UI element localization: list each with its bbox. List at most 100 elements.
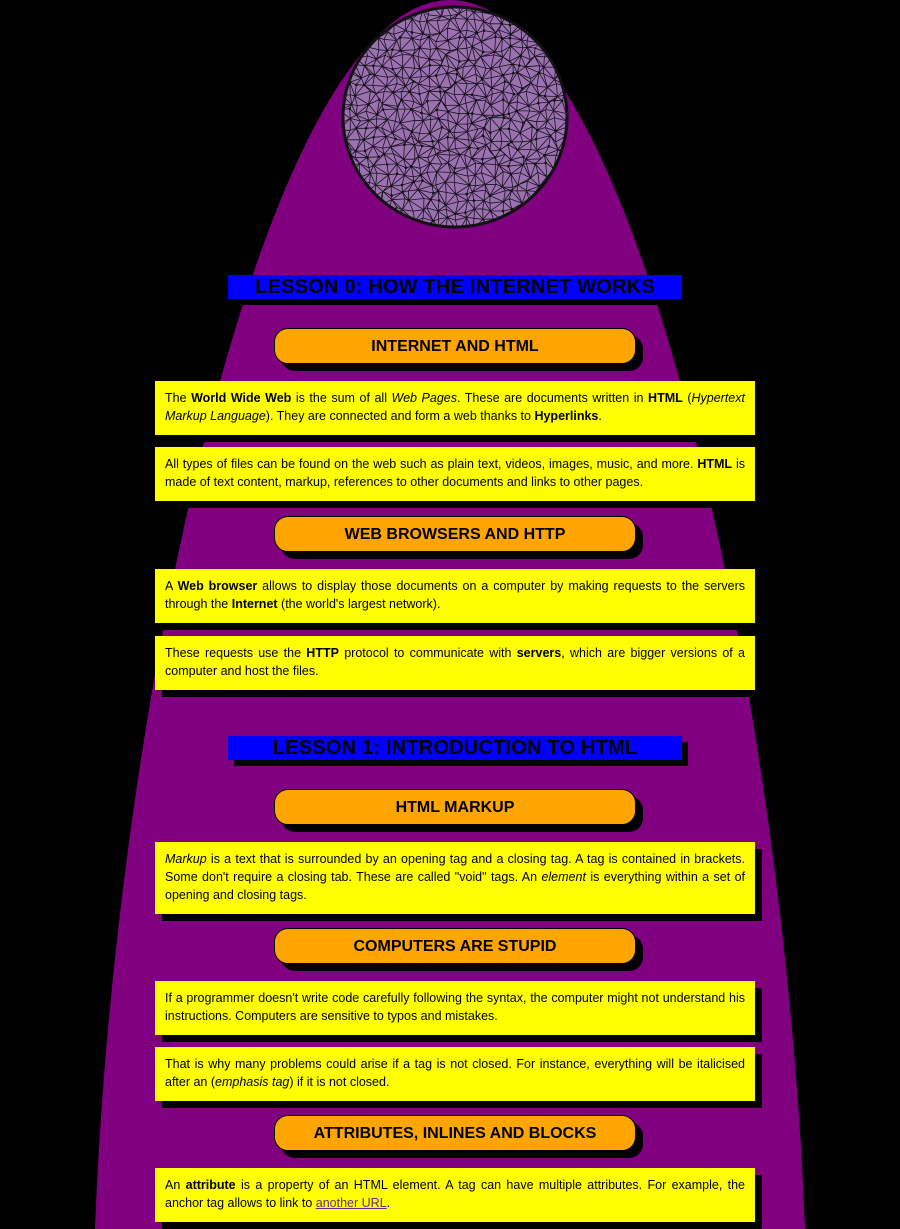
- globe-node: [399, 49, 402, 52]
- text: (: [682, 391, 692, 405]
- globe-node: [547, 145, 550, 148]
- globe-node: [543, 94, 547, 98]
- globe-node: [375, 113, 379, 116]
- text: is made of text content, markup, referen…: [165, 457, 746, 489]
- globe-node: [454, 212, 457, 216]
- globe-node: [554, 129, 558, 133]
- globe-node: [355, 83, 358, 87]
- globe-node: [493, 156, 497, 159]
- globe-node: [536, 129, 539, 132]
- term-attribute: attribute: [185, 1178, 236, 1192]
- globe-node: [436, 189, 440, 193]
- globe-node: [428, 57, 431, 61]
- globe-node: [516, 148, 519, 152]
- globe-node: [410, 130, 414, 133]
- globe-node: [470, 93, 474, 96]
- globe-node: [510, 207, 514, 211]
- globe-node: [407, 198, 410, 202]
- globe-node: [437, 199, 441, 202]
- globe-node: [521, 121, 525, 125]
- globe-node: [519, 54, 522, 57]
- globe-node: [467, 58, 470, 62]
- globe-node: [503, 80, 507, 83]
- globe-node: [368, 72, 372, 76]
- globe-node: [507, 112, 511, 116]
- globe-node: [470, 122, 473, 125]
- globe-node: [543, 153, 546, 157]
- lesson-0-title: LESSON 0: HOW THE INTERNET WORKS: [228, 275, 682, 299]
- globe-node: [501, 37, 504, 40]
- globe-node: [508, 23, 512, 27]
- globe-node: [518, 64, 521, 67]
- term-servers: servers: [516, 646, 562, 660]
- globe-node: [428, 64, 432, 67]
- text: (the world's largest network).: [277, 597, 441, 611]
- globe-node: [427, 35, 431, 38]
- globe-node: [488, 131, 492, 134]
- globe-node: [443, 90, 447, 93]
- globe-node: [421, 32, 425, 36]
- text: The: [165, 391, 192, 405]
- globe-node: [509, 44, 512, 48]
- term-element: element: [541, 870, 586, 884]
- globe-node: [385, 49, 389, 52]
- globe-node: [362, 83, 366, 87]
- globe-node: [561, 99, 564, 103]
- globe-node: [506, 143, 510, 146]
- globe-node: [446, 110, 450, 113]
- term-world-wide-web: World Wide Web: [191, 391, 292, 405]
- globe-node: [463, 92, 467, 96]
- globe-node: [497, 163, 500, 167]
- globe-node: [372, 136, 375, 139]
- term-emphasis-tag: emphasis tag: [215, 1075, 290, 1089]
- globe-node: [410, 165, 413, 168]
- globe-node: [466, 112, 470, 115]
- globe-node: [439, 90, 442, 93]
- text: is the sum of all: [291, 391, 392, 405]
- globe-node: [509, 33, 513, 36]
- paragraph-card: A Web browser allows to display those do…: [155, 569, 755, 623]
- globe-node: [455, 68, 458, 71]
- globe-node: [432, 145, 435, 149]
- globe-node: [510, 189, 513, 193]
- globe-node: [537, 101, 540, 105]
- globe-node: [394, 137, 397, 141]
- globe-node: [455, 72, 459, 76]
- section-computers-are-stupid: COMPUTERS ARE STUPID: [274, 928, 636, 964]
- globe-node: [446, 135, 449, 139]
- globe-node: [474, 98, 478, 102]
- globe-node: [390, 194, 393, 197]
- globe-node: [400, 183, 404, 187]
- globe-node: [481, 50, 485, 54]
- globe-node: [419, 173, 423, 177]
- globe-node: [438, 85, 441, 89]
- globe-node: [391, 91, 395, 94]
- another-url-link[interactable]: another URL: [315, 1196, 387, 1210]
- globe-node: [501, 113, 505, 117]
- globe-node: [403, 143, 406, 146]
- globe-node: [412, 80, 415, 83]
- globe-node: [480, 77, 484, 81]
- globe-node: [453, 167, 456, 170]
- globe-node: [547, 100, 551, 104]
- text: .: [598, 409, 602, 423]
- globe-node: [468, 146, 471, 149]
- globe-node: [494, 35, 497, 38]
- globe-node: [476, 147, 480, 150]
- globe-node: [425, 99, 429, 103]
- globe-node: [534, 137, 538, 141]
- globe-node: [537, 71, 541, 74]
- globe-node: [512, 92, 516, 96]
- globe-node: [363, 149, 367, 153]
- term-web-pages: Web Pages: [391, 391, 457, 405]
- globe-node: [380, 65, 384, 68]
- text: These requests use the: [165, 646, 307, 660]
- globe-node: [482, 29, 486, 32]
- term-hyperlinks: Hyperlinks: [534, 409, 599, 423]
- globe-node: [512, 71, 515, 75]
- globe-node: [498, 148, 502, 152]
- text: An: [165, 1178, 186, 1192]
- globe-node: [475, 31, 479, 35]
- globe-node: [428, 132, 432, 135]
